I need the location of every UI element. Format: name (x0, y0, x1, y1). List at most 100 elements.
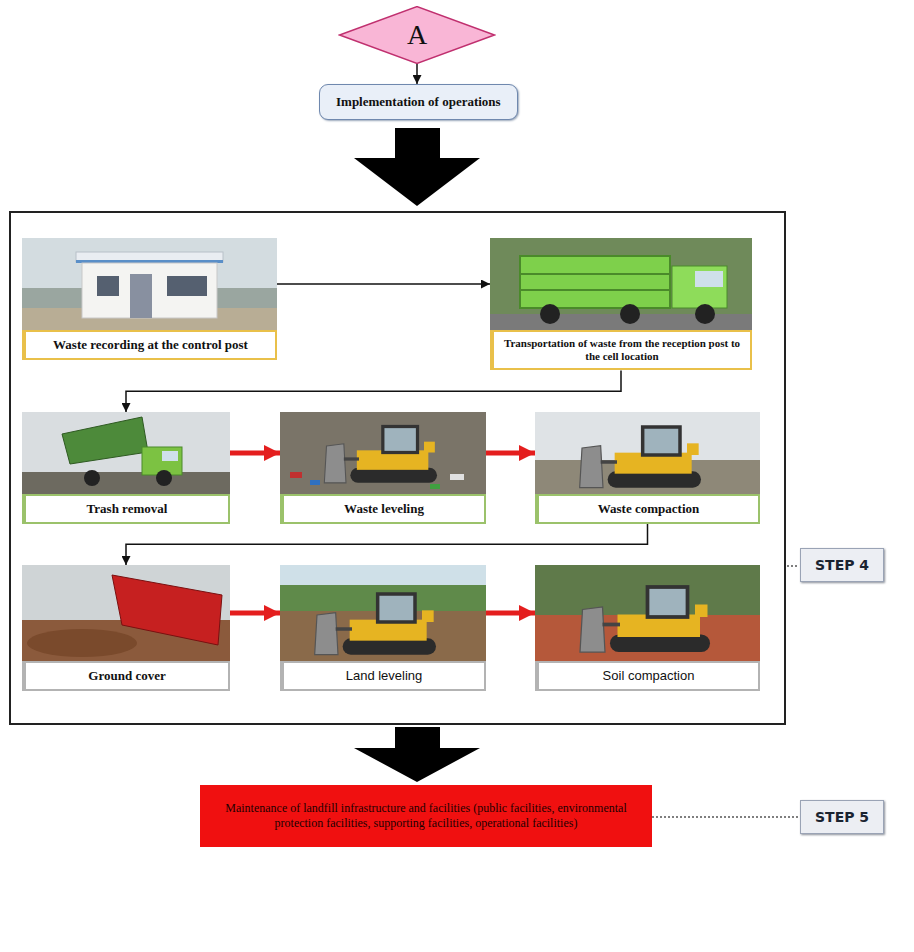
soil-truck-photo (112, 575, 222, 645)
leader-line (787, 565, 798, 567)
photo-area (280, 412, 486, 494)
step-box: Soil compaction (535, 565, 760, 691)
step-box: Ground cover (22, 565, 230, 691)
caption-frame: Ground cover (22, 661, 230, 691)
step-tag: STEP 5 (800, 800, 884, 834)
leader-connector (652, 816, 800, 818)
node-text: Land leveling (290, 668, 478, 684)
flow-arrow (230, 611, 280, 616)
photo-area (535, 565, 760, 661)
caption-frame: Waste compaction (535, 494, 760, 524)
photo-area (535, 412, 760, 494)
connector-diamond: A (338, 6, 496, 64)
dump-truck-photo (22, 412, 230, 494)
node-text: Trash removal (32, 501, 222, 517)
control-post-photo (82, 263, 217, 318)
flow-arrow (277, 283, 490, 285)
bulldozer-photo (280, 565, 486, 661)
bulldozer-photo (280, 412, 486, 494)
bulldozer-photo (535, 565, 760, 661)
bulldozer-photo (290, 472, 302, 478)
flow-arrow (416, 64, 418, 84)
truck-photo (672, 266, 727, 308)
bulldozer-photo (450, 474, 464, 480)
node-text: STEP 4 (815, 557, 869, 573)
node-text: Transportation of waste from the recepti… (500, 337, 744, 363)
node-text: Soil compaction (545, 668, 752, 684)
flow-arrow (126, 524, 648, 565)
bulldozer-photo (310, 480, 320, 485)
dump-truck-photo (22, 472, 230, 494)
maintenance-box: Maintenance of landfill infrastructure a… (200, 785, 652, 847)
truck-photo (520, 256, 670, 308)
flow-arrow (126, 370, 621, 412)
photo-area (22, 238, 277, 330)
photo-area (22, 412, 230, 494)
flow-arrow (486, 451, 535, 456)
control-post-photo (167, 276, 207, 296)
control-post-photo (22, 238, 277, 330)
caption-frame: Transportation of waste from the recepti… (490, 330, 752, 370)
bulldozer-photo (580, 587, 710, 652)
dump-truck-photo (22, 412, 230, 494)
bulldozer-photo (430, 484, 440, 489)
node-text: Waste leveling (290, 501, 478, 517)
photo-area (490, 238, 752, 330)
step-box: Waste leveling (280, 412, 486, 524)
dump-truck-photo (162, 451, 178, 461)
process-box: Implementation of operations (319, 84, 518, 120)
caption-frame: Waste leveling (280, 494, 486, 524)
truck-photo (520, 289, 670, 291)
bulldozer-photo (315, 594, 436, 655)
block-arrow (354, 128, 480, 206)
flow-arrow (230, 451, 280, 456)
diamond-shape (340, 7, 495, 64)
node-text: Implementation of operations (336, 94, 501, 110)
step-box: Land leveling (280, 565, 486, 691)
step-tag: STEP 4 (800, 548, 884, 582)
dump-truck-photo (156, 470, 172, 486)
caption-frame: Waste recording at the control post (22, 330, 277, 360)
caption-frame: Land leveling (280, 661, 486, 691)
control-post-photo (76, 252, 223, 262)
dump-truck-photo (62, 417, 148, 464)
node-text: A (407, 19, 427, 51)
truck-photo (695, 304, 715, 324)
step-box: Waste recording at the control post (22, 238, 277, 360)
bulldozer-photo (535, 412, 760, 494)
step-box: Transportation of waste from the recepti… (490, 238, 752, 370)
bulldozer-photo (535, 412, 760, 494)
control-post-photo (130, 274, 152, 318)
node-text: STEP 5 (815, 809, 869, 825)
bulldozer-photo (280, 412, 486, 494)
soil-truck-photo (22, 565, 230, 661)
step-box: Waste compaction (535, 412, 760, 524)
node-text: Ground cover (32, 668, 222, 684)
bulldozer-photo (324, 427, 437, 483)
control-post-photo (22, 238, 277, 330)
truck-photo (490, 238, 752, 330)
truck-photo (520, 273, 670, 275)
bulldozer-photo (580, 427, 701, 488)
photo-area (22, 565, 230, 661)
caption-frame: Soil compaction (535, 661, 760, 691)
truck-photo (695, 271, 723, 287)
node-text: Maintenance of landfill infrastructure a… (216, 801, 636, 831)
step-box: Trash removal (22, 412, 230, 524)
truck-photo (540, 304, 560, 324)
bulldozer-photo (535, 565, 760, 661)
soil-truck-photo (27, 629, 137, 657)
soil-truck-photo (22, 565, 230, 661)
node-text: Waste recording at the control post (32, 337, 269, 353)
node-text: Waste compaction (545, 501, 752, 517)
dump-truck-photo (84, 470, 100, 486)
block-arrow (354, 727, 480, 782)
photo-area (280, 565, 486, 661)
flow-arrow (486, 611, 535, 616)
control-post-photo (97, 276, 119, 296)
truck-photo (620, 304, 640, 324)
truck-photo (490, 238, 752, 330)
bulldozer-photo (280, 565, 486, 661)
